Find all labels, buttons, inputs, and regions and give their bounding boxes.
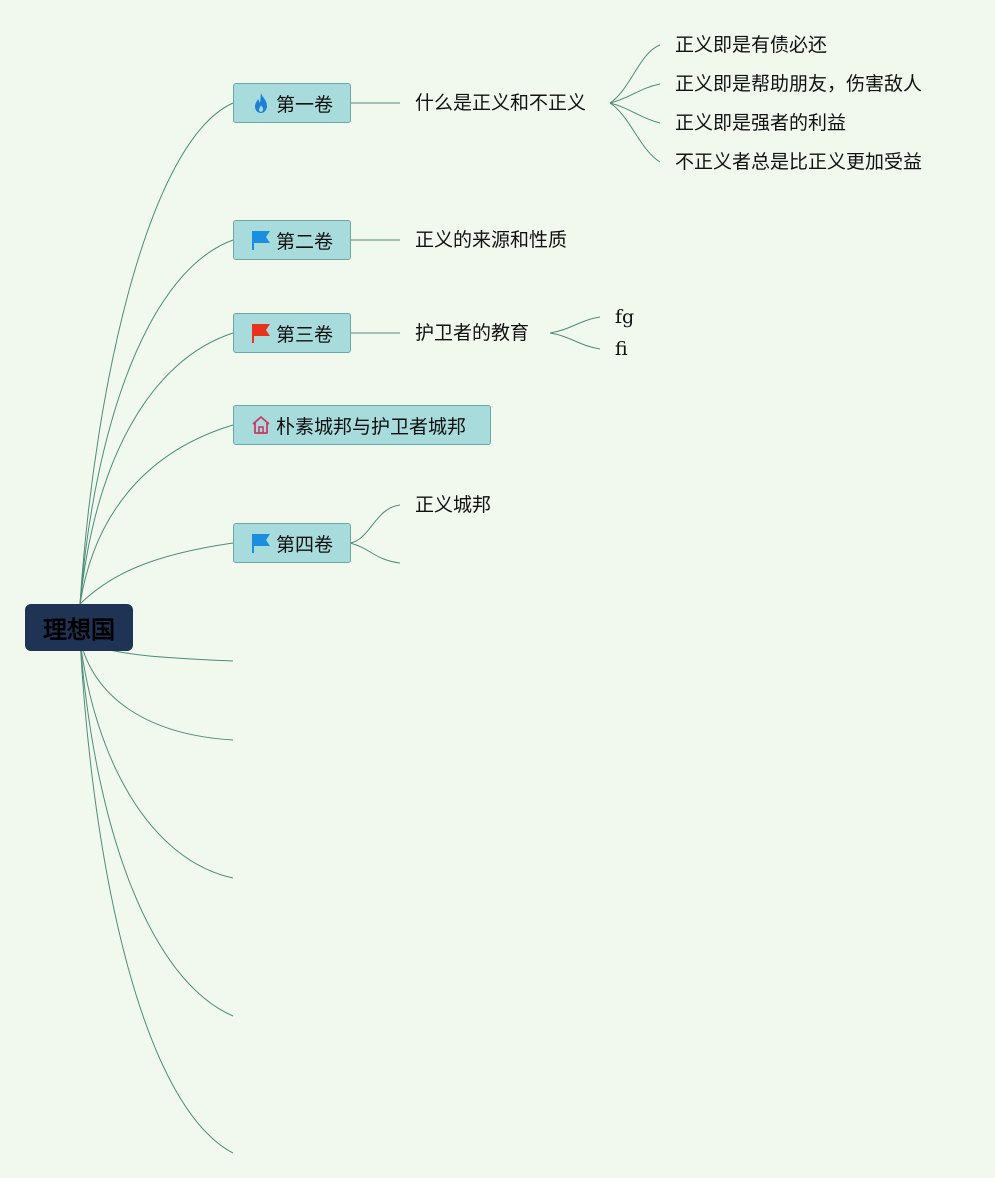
connector-vol3-child-1 [549, 316, 601, 334]
connector-root-vol1 [79, 102, 234, 605]
flag-red-icon [250, 322, 272, 344]
topic-vol2-label: 第二卷 [276, 230, 334, 253]
topic-vol2[interactable]: 第二卷 [233, 220, 351, 260]
home-icon [250, 414, 272, 436]
connector-vol1-child-2 [609, 83, 661, 104]
subtopic-vol3-child-2[interactable]: fi [615, 338, 628, 360]
subtopic-vol1-child-3[interactable]: 正义即是强者的利益 [675, 112, 847, 134]
topic-vol4-label: 第四卷 [276, 533, 334, 556]
connector-root-empty-4 [79, 639, 234, 1017]
topic-vol4[interactable]: 第四卷 [233, 523, 351, 563]
connector-vol3-child-2 [549, 332, 601, 350]
connector-vol1-child-1 [609, 44, 661, 104]
topic-vol3-label: 第三卷 [276, 323, 334, 346]
flag-blue-icon [250, 532, 272, 554]
fire-icon [250, 92, 272, 114]
root-node[interactable]: 理想国 [25, 604, 133, 651]
topic-home-label: 朴素城邦与护卫者城邦 [276, 415, 467, 438]
topic-vol1[interactable]: 第一卷 [233, 83, 351, 123]
subtopic-vol4-child-1[interactable]: 正义城邦 [415, 494, 492, 516]
topic-home[interactable]: 朴素城邦与护卫者城邦 [233, 405, 491, 445]
subtopic-vol3-child-1[interactable]: fg [615, 306, 635, 328]
root-label: 理想国 [43, 616, 115, 644]
flag-blue-icon [250, 229, 272, 251]
connector-vol1-child-4 [609, 102, 661, 163]
connector-root-empty-3 [79, 639, 234, 879]
connector-root-empty-2 [79, 639, 234, 741]
subtopic-vol1-child-1[interactable]: 正义即是有债必还 [675, 34, 828, 56]
connector-root-home [79, 424, 234, 605]
connector-root-empty-5 [79, 639, 234, 1154]
subtopic-vol1-child-4[interactable]: 不正义者总是比正义更加受益 [675, 151, 923, 173]
connector-vol4-child-1 [349, 504, 401, 544]
connector-vol4-child-2 [349, 542, 401, 564]
subtopic-vol3[interactable]: 护卫者的教育 [415, 322, 530, 344]
connector-vol1-child-3 [609, 102, 661, 124]
subtopic-vol1[interactable]: 什么是正义和不正义 [415, 92, 587, 114]
subtopic-vol2[interactable]: 正义的来源和性质 [415, 229, 568, 251]
connector-root-vol3 [79, 332, 234, 605]
topic-vol1-label: 第一卷 [276, 93, 334, 116]
connector-root-vol2 [79, 239, 234, 605]
topic-vol3[interactable]: 第三卷 [233, 313, 351, 353]
subtopic-vol1-child-2[interactable]: 正义即是帮助朋友，伤害敌人 [675, 73, 923, 95]
connector-root-vol4 [79, 542, 234, 605]
